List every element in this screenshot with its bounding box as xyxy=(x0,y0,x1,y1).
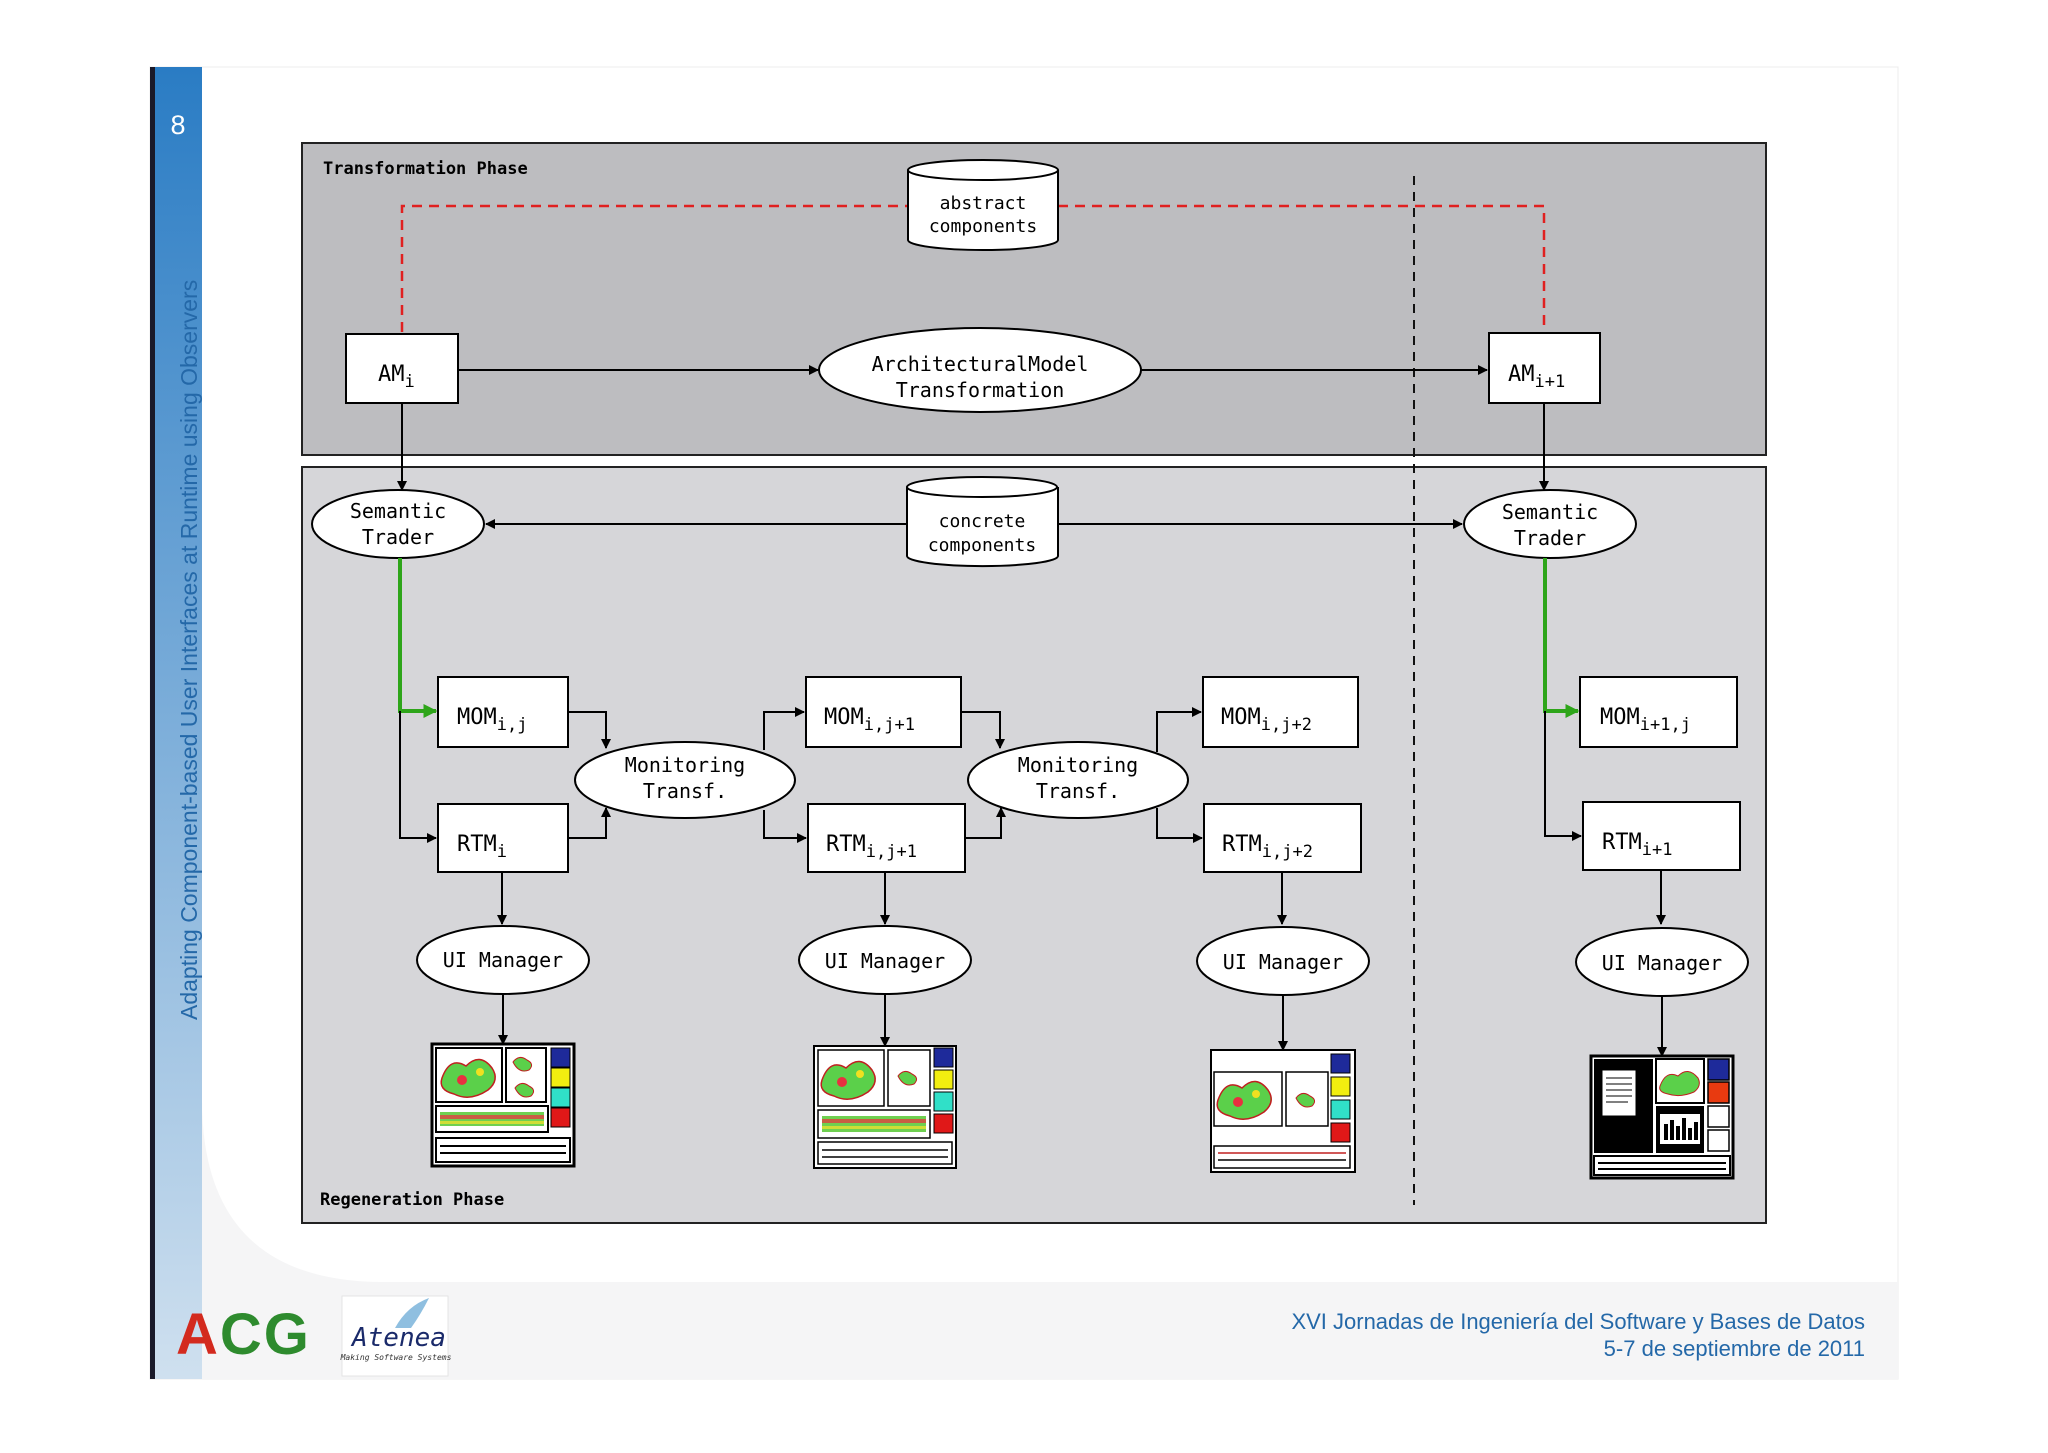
am-next-sub: i+1 xyxy=(1535,372,1566,392)
trader-left-line2: Trader xyxy=(362,525,434,549)
svg-text:Monitoring: Monitoring xyxy=(1018,753,1138,777)
abstract-link-left xyxy=(400,204,908,332)
footer-conference: XVI Jornadas de Ingeniería del Software … xyxy=(1291,1308,1865,1362)
atenea-logo-mark: Atenea Making Software Systems xyxy=(340,1295,452,1377)
arrow-rtm1-to-monitor1 xyxy=(568,807,611,839)
amt-line1: ArchitecturalModel xyxy=(872,352,1089,376)
abstract-store-line1: abstract xyxy=(940,193,1027,214)
ui-manager-1: UI Manager xyxy=(416,925,590,995)
svg-text:Transf.: Transf. xyxy=(1036,779,1120,803)
mom-box-3: MOMi,j+2 xyxy=(1202,676,1359,748)
architectural-model-transformation: ArchitecturalModel Transformation xyxy=(818,327,1142,413)
concrete-components-store: concrete components xyxy=(906,476,1059,568)
svg-text:Monitoring: Monitoring xyxy=(625,753,745,777)
abstract-components-store: abstract components xyxy=(907,159,1059,251)
rtm-box-2: RTMi,j+1 xyxy=(807,803,966,873)
svg-text:RTMi: RTMi xyxy=(457,832,507,862)
acg-logo: ACG xyxy=(176,1305,311,1365)
svg-text:AMi: AMi xyxy=(378,362,415,392)
acg-letter-g: G xyxy=(263,1302,311,1367)
am-i-base: AM xyxy=(378,362,405,387)
monitoring-transf-2: Monitoring Transf. xyxy=(967,741,1189,819)
amt-line2: Transformation xyxy=(896,378,1065,402)
atenea-logo-tagline: Making Software Systems xyxy=(340,1353,452,1362)
arrow-mom2-to-monitor2 xyxy=(961,711,1005,749)
footer-conference-name: XVI Jornadas de Ingeniería del Software … xyxy=(1291,1309,1865,1334)
sidebar-edge xyxy=(150,67,155,1379)
mom-box-1: MOMi,j xyxy=(437,676,569,748)
sidebar-band xyxy=(150,67,202,1379)
am-i-box: AMi xyxy=(345,333,459,404)
svg-text:UI Manager: UI Manager xyxy=(443,948,563,972)
concrete-store-line2: components xyxy=(928,535,1036,556)
footer-conference-dates: 5-7 de septiembre de 2011 xyxy=(1603,1336,1865,1361)
ui-manager-3: UI Manager xyxy=(1196,926,1370,996)
am-next-base: AM xyxy=(1508,362,1535,387)
trader-left-line1: Semantic xyxy=(350,499,446,523)
trader-right-line1: Semantic xyxy=(1502,500,1598,524)
ui-thumbnail-1 xyxy=(430,1042,576,1168)
rtm-box-3: RTMi,j+2 xyxy=(1203,803,1362,873)
arrow-monitor1-to-mom2 xyxy=(763,707,805,750)
arrow-trader-left-to-rtm xyxy=(399,711,437,843)
arrow-monitor2-to-rtm3 xyxy=(1156,808,1203,843)
monitoring-transf-1: Monitoring Transf. xyxy=(574,741,796,819)
semantic-trader-right: Semantic Trader xyxy=(1463,489,1637,559)
svg-text:RTMi+1: RTMi+1 xyxy=(1602,830,1672,860)
svg-text:MOMi,j: MOMi,j xyxy=(457,705,527,735)
atenea-logo-name: Atenea xyxy=(350,1323,446,1353)
trader-right-line2: Trader xyxy=(1514,526,1586,550)
svg-text:MOMi,j+1: MOMi,j+1 xyxy=(824,705,915,735)
svg-text:AMi+1: AMi+1 xyxy=(1508,362,1565,392)
ui-thumbnail-2 xyxy=(813,1045,957,1169)
ui-thumbnail-4 xyxy=(1589,1054,1735,1180)
regeneration-phase-label: Regeneration Phase xyxy=(320,1190,504,1210)
rtm-box-4: RTMi+1 xyxy=(1582,801,1741,871)
arrow-trader-right-to-rtm xyxy=(1544,711,1582,841)
ui-thumbnail-3 xyxy=(1210,1049,1356,1173)
svg-text:RTMi,j+1: RTMi,j+1 xyxy=(826,832,917,862)
concrete-store-line1: concrete xyxy=(939,511,1026,532)
am-i-sub: i xyxy=(405,372,415,392)
mom-box-4: MOMi+1,j xyxy=(1579,676,1738,748)
acg-letter-c: C xyxy=(219,1302,264,1367)
arrow-monitor1-to-rtm2 xyxy=(763,810,807,843)
abstract-link-right xyxy=(1058,204,1546,332)
arrow-rtm2-to-monitor2 xyxy=(965,807,1006,839)
am-next-box: AMi+1 xyxy=(1488,332,1601,404)
abstract-store-line2: components xyxy=(929,216,1037,237)
ui-manager-2: UI Manager xyxy=(798,925,972,995)
transformation-phase-label: Transformation Phase xyxy=(323,159,528,179)
slide-number: 8 xyxy=(170,110,186,140)
svg-text:MOMi+1,j: MOMi+1,j xyxy=(1600,705,1691,735)
sidebar-title: Adapting Component-based User Interfaces… xyxy=(176,279,202,1020)
mom-box-2: MOMi,j+1 xyxy=(805,676,962,748)
svg-text:UI Manager: UI Manager xyxy=(1223,950,1343,974)
arrow-mom1-to-monitor1 xyxy=(568,711,611,749)
ui-manager-4: UI Manager xyxy=(1575,927,1749,997)
arrow-monitor2-to-mom3 xyxy=(1156,707,1202,752)
svg-text:Transf.: Transf. xyxy=(643,779,727,803)
rtm-box-1: RTMi xyxy=(437,803,569,873)
svg-text:MOMi,j+2: MOMi,j+2 xyxy=(1221,705,1312,735)
svg-text:RTMi,j+2: RTMi,j+2 xyxy=(1222,832,1313,862)
svg-text:UI Manager: UI Manager xyxy=(1602,951,1722,975)
acg-letter-a: A xyxy=(176,1302,220,1367)
semantic-trader-left: Semantic Trader xyxy=(311,489,485,559)
svg-text:UI Manager: UI Manager xyxy=(825,949,945,973)
